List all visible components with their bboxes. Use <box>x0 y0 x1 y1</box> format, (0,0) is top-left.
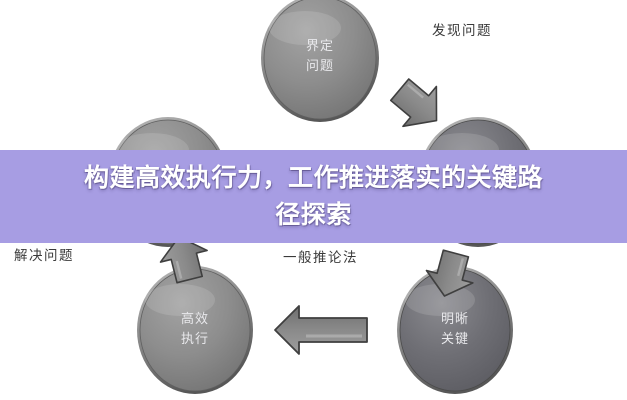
node-clarify-key[interactable]: 明晰 关键 <box>397 266 513 394</box>
node-define-problem-line1: 界定 <box>306 38 334 53</box>
outer-label-discover-problem: 发现问题 <box>432 23 492 38</box>
banner-title-text: 构建高效执行力，工作推进落实的关键路 径探索 <box>83 163 543 229</box>
node-clarify-key-line2: 关键 <box>441 331 469 346</box>
node-define-problem-line2: 问题 <box>306 58 334 73</box>
arrow-analyze-to-clarify-icon <box>425 249 474 297</box>
node-efficient-execution[interactable]: 高效 执行 <box>137 266 253 394</box>
node-clarify-key-line1: 明晰 <box>441 311 469 326</box>
title-banner: 构建高效执行力，工作推进落实的关键路 径探索 <box>0 150 627 243</box>
arrow-clarify-to-execute-icon <box>274 305 368 355</box>
arrow-define-to-analyze-icon <box>389 78 438 128</box>
node-define-problem[interactable]: 界定 问题 <box>261 0 379 122</box>
node-efficient-execution-line1: 高效 <box>181 311 209 326</box>
outer-label-solve-problem: 解决问题 <box>14 248 74 263</box>
arrow-execute-to-solve-icon <box>159 236 208 284</box>
outer-label-general-inference: 一般推论法 <box>283 250 358 265</box>
node-efficient-execution-line2: 执行 <box>181 331 209 346</box>
